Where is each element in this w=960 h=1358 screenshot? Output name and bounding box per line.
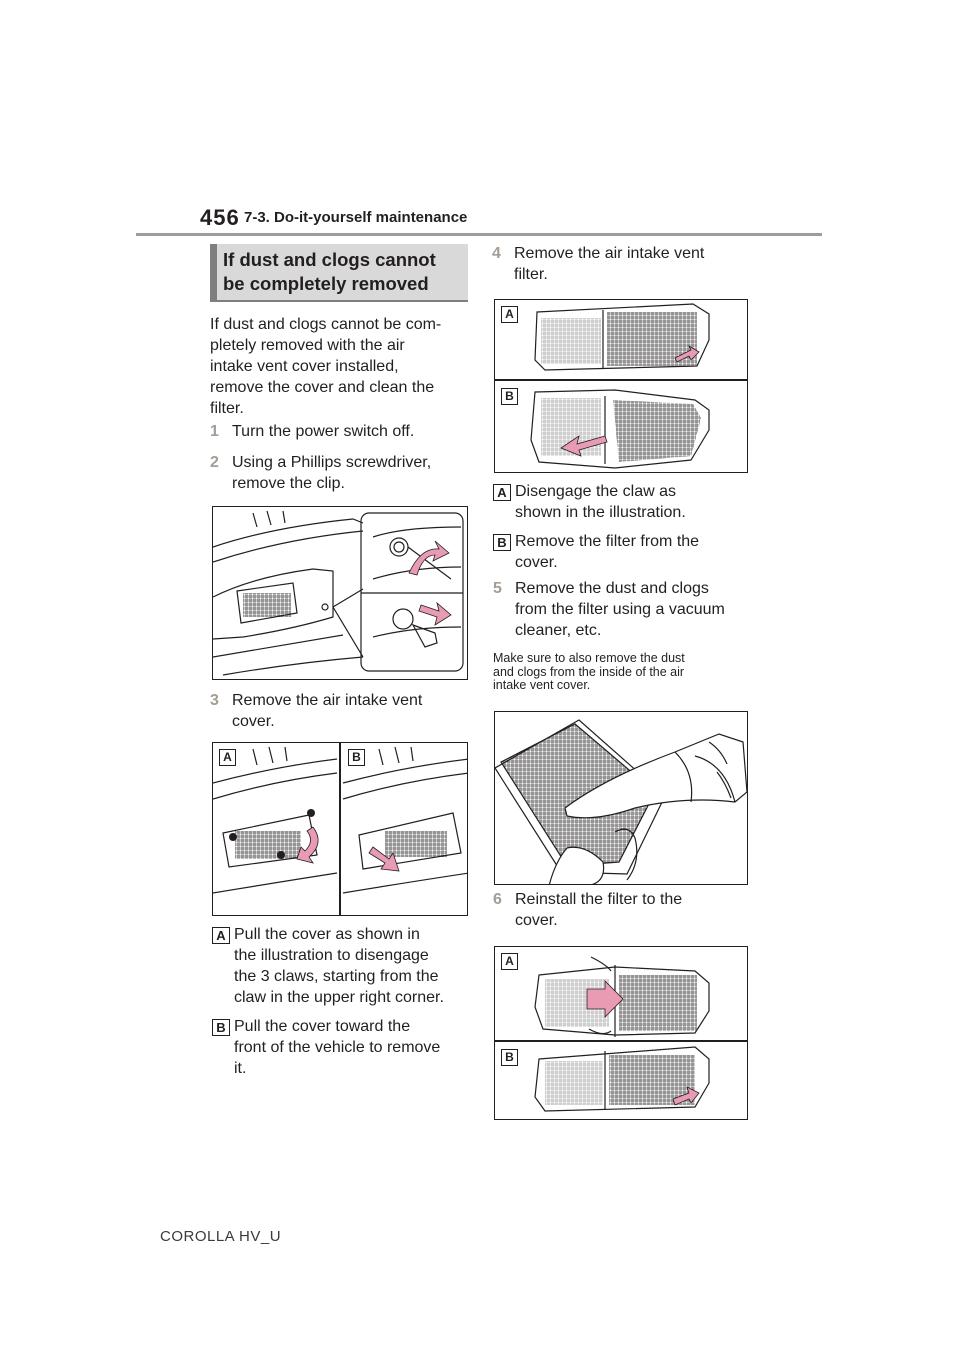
page-number: 456 xyxy=(200,205,240,230)
step-number: 2 xyxy=(210,454,219,471)
label-text: Disengage the claw as xyxy=(515,483,676,500)
step-text: Turn the power switch off. xyxy=(232,423,415,440)
footer-model: COROLLA HV_U xyxy=(160,1228,282,1245)
figure-badge-a: A xyxy=(501,306,518,323)
note-line: and clogs from the inside of the air xyxy=(493,664,685,679)
label-text: Pull the cover as shown in xyxy=(234,926,420,943)
figure-remove-cover: A B xyxy=(212,742,468,916)
step-text: from the filter using a vacuum xyxy=(515,601,725,618)
section-header: 7-3. Do-it-yourself maintenance xyxy=(244,209,468,226)
step-text: filter. xyxy=(514,266,548,283)
figure-badge-a: A xyxy=(501,953,518,970)
figure-badge-a: A xyxy=(219,749,236,766)
step-text: Remove the air intake vent xyxy=(232,692,423,709)
section-heading-line-2: be completely removed xyxy=(223,273,429,294)
label-text: Pull the cover toward the xyxy=(234,1018,411,1035)
intro-line: pletely removed with the air xyxy=(210,337,405,354)
reinstall-filter-illustration xyxy=(495,956,747,1112)
section-heading: If dust and clogs cannot be completely r… xyxy=(210,244,468,302)
vacuum-filter-illustration xyxy=(495,719,747,884)
intro-line: intake vent cover installed, xyxy=(210,358,399,375)
intro-paragraph: If dust and clogs cannot be com- pletely… xyxy=(210,314,472,419)
remove-clip-illustration xyxy=(213,510,464,676)
figure-remove-filter: A B xyxy=(494,299,748,473)
remove-cover-illustration xyxy=(213,743,467,915)
figure-reinstall-filter: A B xyxy=(494,946,748,1120)
intro-line: remove the cover and clean the xyxy=(210,379,435,396)
section-heading-line-1: If dust and clogs cannot xyxy=(223,249,436,270)
label-text: claw in the upper right corner. xyxy=(234,989,444,1006)
figure-remove-clip xyxy=(212,506,468,680)
label-text: the illustration to disengage xyxy=(234,947,429,964)
intro-line: filter. xyxy=(210,400,244,417)
intro-line: If dust and clogs cannot be com- xyxy=(210,316,442,333)
label-text: front of the vehicle to remove xyxy=(234,1039,441,1056)
step-number: 5 xyxy=(493,580,502,597)
step-text: Reinstall the filter to the xyxy=(515,891,683,908)
label-text: it. xyxy=(234,1060,247,1077)
step-number: 4 xyxy=(492,245,501,262)
figure-badge-b: B xyxy=(501,388,518,405)
step-text: Remove the dust and clogs xyxy=(515,580,709,597)
step-text: cover. xyxy=(515,912,558,929)
step-text: remove the clip. xyxy=(232,475,345,492)
label-text: shown in the illustration. xyxy=(515,504,686,521)
label-badge-a: A xyxy=(212,927,230,944)
label-text: cover. xyxy=(515,554,558,571)
figure-badge-b: B xyxy=(348,749,365,766)
step-number: 1 xyxy=(210,423,219,440)
label-badge-b: B xyxy=(212,1019,230,1036)
step-text: cover. xyxy=(232,713,275,730)
label-badge-a: A xyxy=(493,484,511,501)
label-text: Remove the filter from the xyxy=(515,533,700,550)
step-number: 6 xyxy=(493,891,502,908)
step-text: cleaner, etc. xyxy=(515,622,602,639)
label-badge-b: B xyxy=(493,534,511,551)
figure-badge-b: B xyxy=(501,1049,518,1066)
header-rule xyxy=(136,233,822,236)
step-number: 3 xyxy=(210,692,219,709)
remove-filter-illustration xyxy=(495,303,747,469)
label-text: the 3 claws, starting from the xyxy=(234,968,439,985)
figure-vacuum-filter xyxy=(494,711,748,885)
note-text: Make sure to also remove the dust and cl… xyxy=(493,651,685,693)
note-line: Make sure to also remove the dust xyxy=(493,651,685,665)
step-text: Remove the air intake vent xyxy=(514,245,705,262)
step-text: Using a Phillips screwdriver, xyxy=(232,454,432,471)
note-line: intake vent cover. xyxy=(493,678,591,692)
